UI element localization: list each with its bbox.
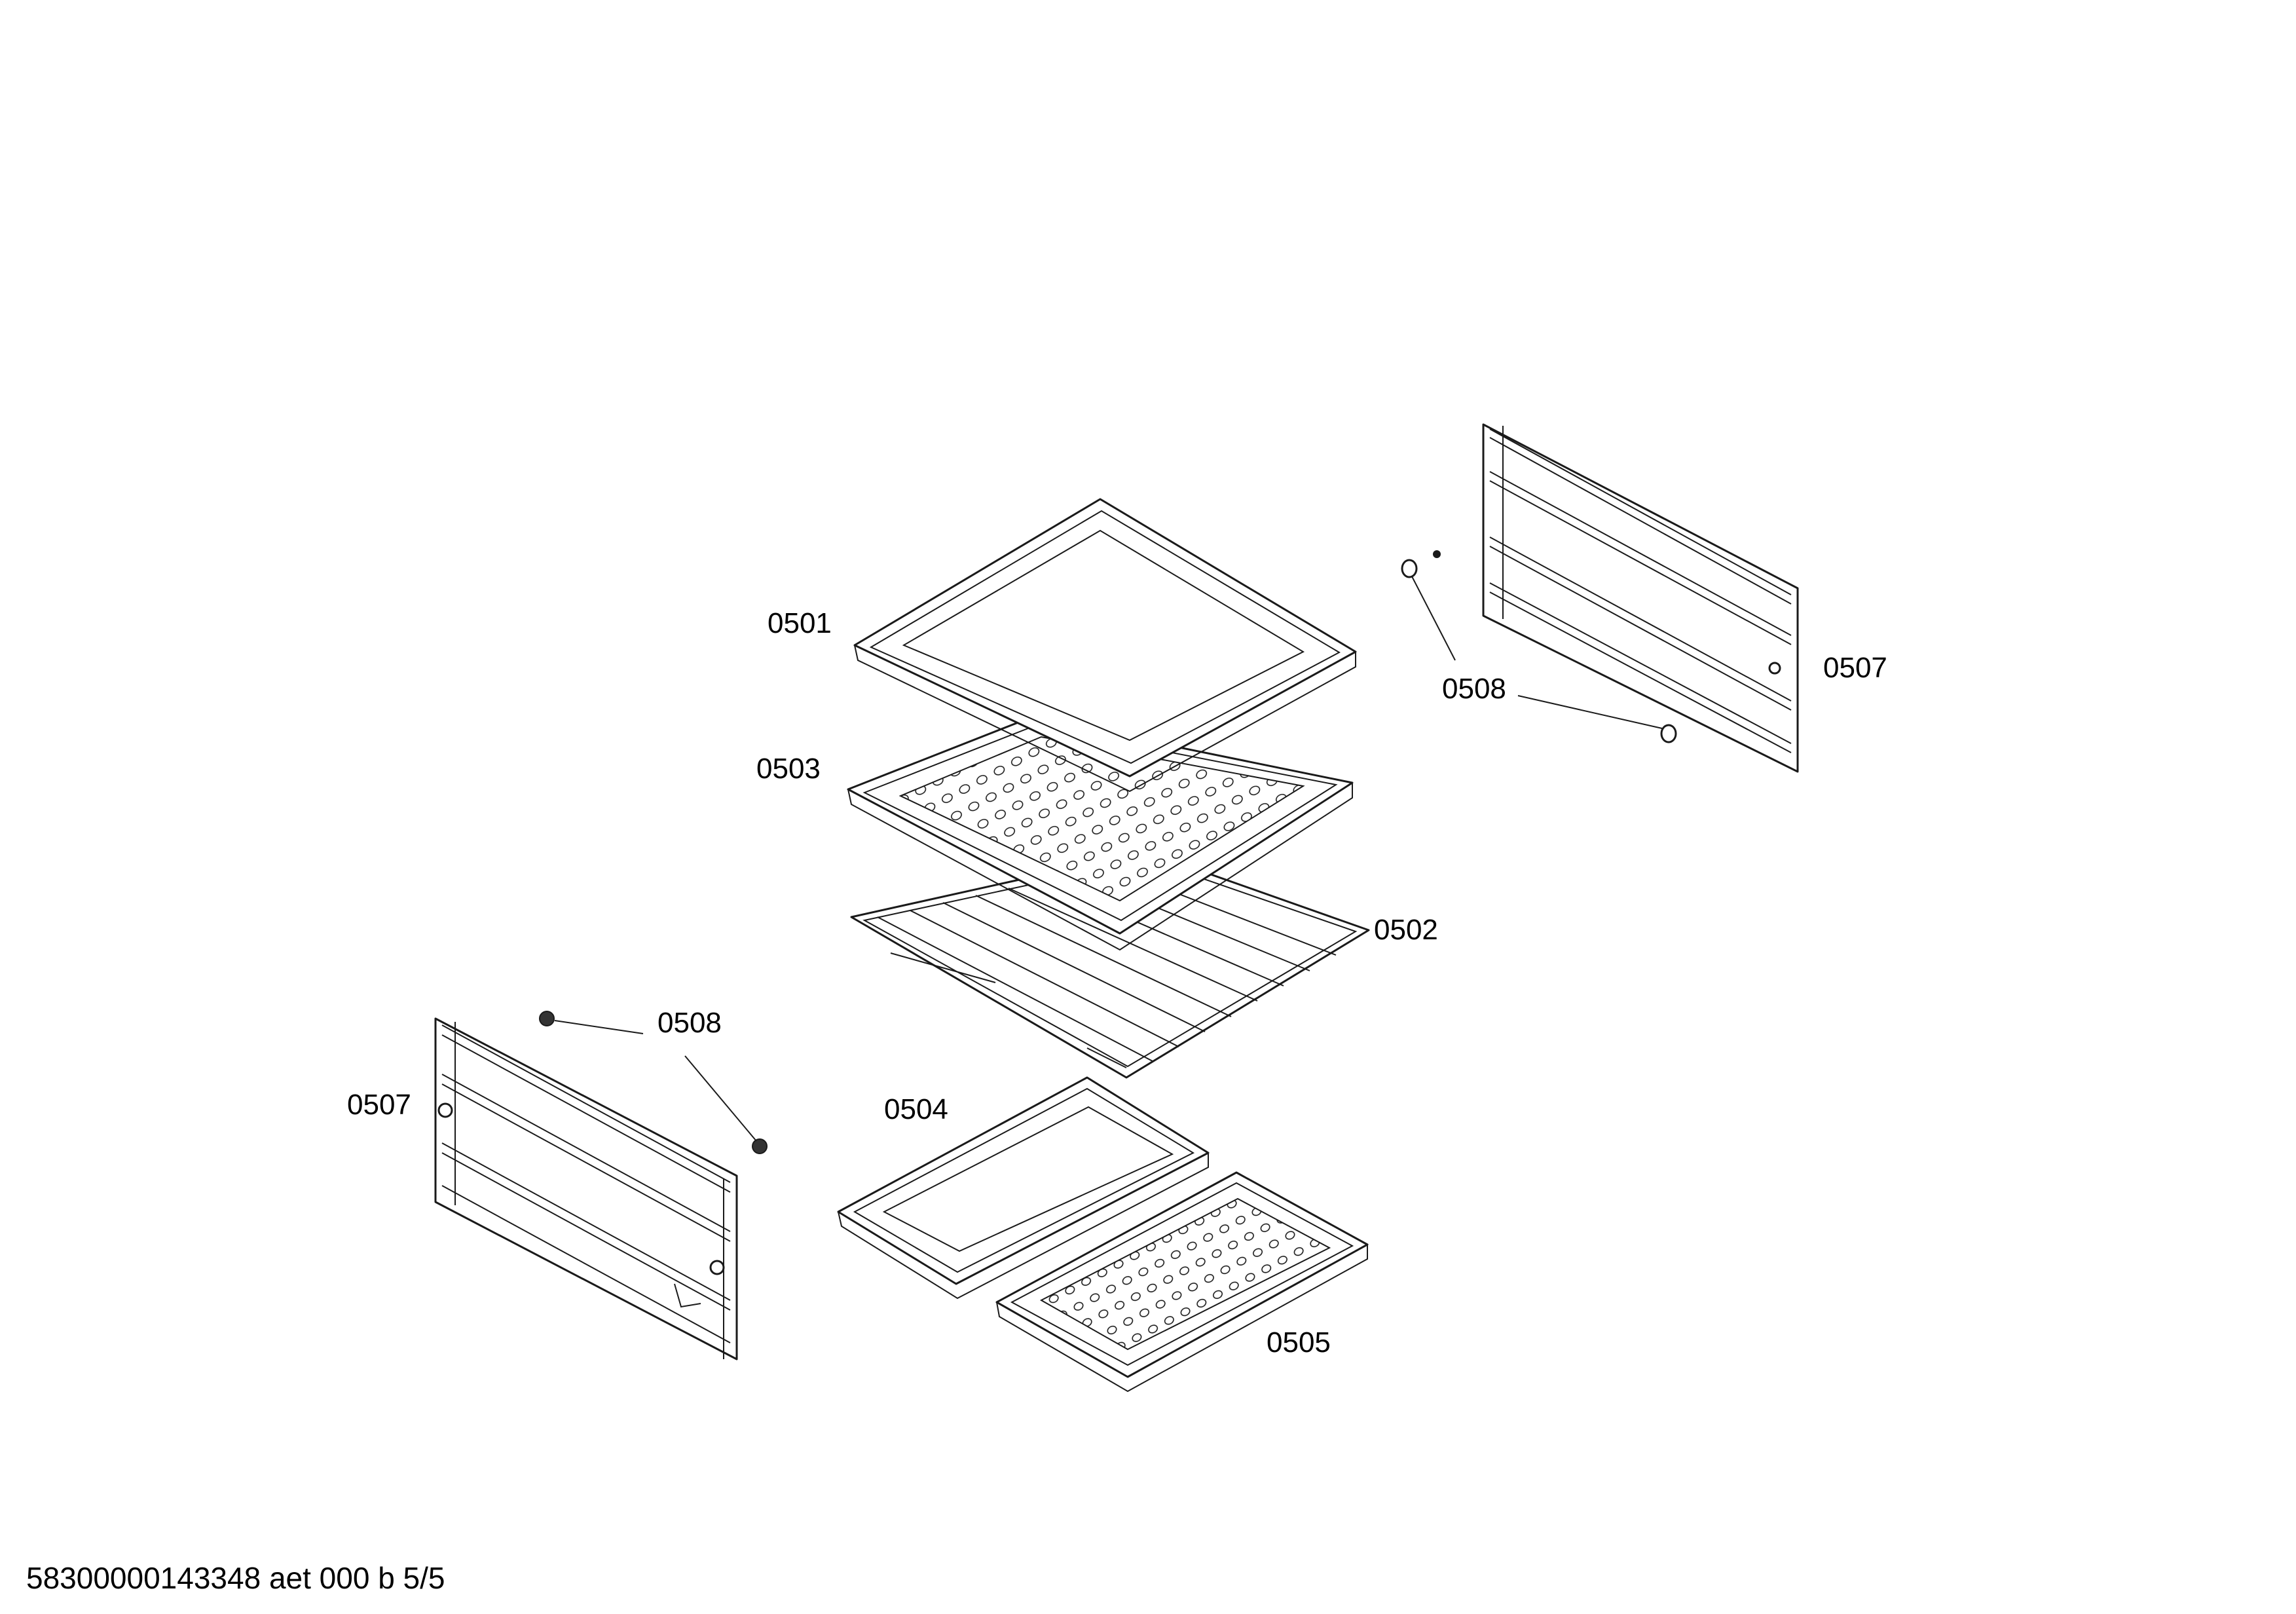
perforated-tray-0503 — [847, 716, 1354, 951]
side-rail-left-0507 — [434, 1017, 738, 1361]
leader-lines — [554, 576, 1663, 1142]
callout-0504: 0504 — [884, 1093, 948, 1125]
small-tray-0504 — [837, 1076, 1210, 1300]
small-perforated-tray-0505 — [995, 1171, 1369, 1393]
callout-0501: 0501 — [768, 607, 832, 639]
callout-0505: 0505 — [1267, 1326, 1331, 1359]
callout-0507-right: 0507 — [1823, 652, 1887, 684]
callout-0502: 0502 — [1374, 914, 1438, 946]
callout-0503: 0503 — [756, 753, 821, 785]
side-rail-right-0507 — [1482, 423, 1799, 773]
tray-0501 — [853, 498, 1357, 793]
screw-left-0508 — [539, 1011, 768, 1154]
screw-right-0508 — [1401, 550, 1677, 743]
callout-0507-left: 0507 — [347, 1089, 411, 1121]
document-code: 58300000143348 aet 000 b 5/5 — [26, 1561, 445, 1595]
callout-0508-left: 0508 — [657, 1007, 722, 1039]
callout-0508-right: 0508 — [1442, 673, 1506, 705]
